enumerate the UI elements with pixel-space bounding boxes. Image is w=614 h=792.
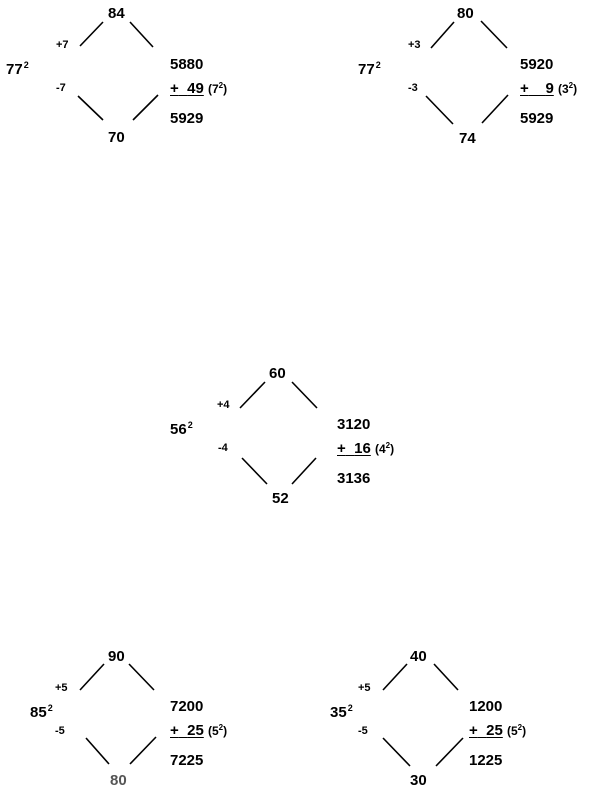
- bottom-number: 74: [459, 130, 476, 147]
- result-value: 3136: [337, 470, 371, 487]
- minus-offset: -5: [55, 725, 65, 737]
- addition-line: + 16 (42): [337, 441, 394, 456]
- square-base: 85: [30, 704, 47, 721]
- plus-sign: +: [520, 80, 529, 97]
- square-note: (52): [506, 723, 527, 738]
- minus-offset: -3: [408, 82, 418, 94]
- product-value: 3120: [337, 416, 371, 433]
- squaring-diagram-85: 90 +5 852 -5 80 7200 + 25 (52) 7225: [24, 642, 314, 792]
- diamond-lines: [79, 663, 157, 765]
- square-base: 77: [358, 61, 375, 78]
- minus-offset: -7: [56, 82, 66, 94]
- squaring-diagram-77-a: 84 +7 772 -7 70 5880 + 49 (72) 5929: [0, 0, 300, 150]
- minus-offset: -4: [218, 442, 228, 454]
- square-note: (42): [374, 441, 395, 456]
- square-exponent: 2: [47, 703, 53, 713]
- product-value: 7200: [170, 698, 204, 715]
- squaring-diagram-56: 60 +4 562 -4 52 3120 + 16 (42) 3136: [160, 360, 460, 510]
- minus-offset: -5: [358, 725, 368, 737]
- diamond-lines: [382, 663, 464, 767]
- diamond-lines: [239, 381, 318, 485]
- plus-offset: +3: [408, 39, 421, 51]
- product-value: 1200: [469, 698, 503, 715]
- square-note: (32): [557, 81, 578, 96]
- squaring-diagram-77-b: 80 +3 772 -3 74 5920 + 9 (32) 5929: [330, 0, 614, 150]
- plus-sign: +: [337, 440, 346, 457]
- bottom-number: 80: [110, 772, 127, 789]
- plus-offset: +5: [358, 682, 371, 694]
- top-number: 90: [108, 648, 125, 665]
- bottom-number: 70: [108, 129, 125, 146]
- top-number: 84: [108, 5, 125, 22]
- addition-line: + 25 (52): [170, 723, 227, 738]
- added-square: 25: [486, 722, 503, 739]
- result-value: 1225: [469, 752, 503, 769]
- square-exponent: 2: [187, 420, 193, 430]
- addition-line: + 9 (32): [520, 81, 577, 96]
- square-label: 852: [30, 703, 53, 721]
- added-square: 16: [354, 440, 371, 457]
- addition-line: + 49 (72): [170, 81, 227, 96]
- result-value: 5929: [170, 110, 204, 127]
- square-exponent: 2: [23, 60, 29, 70]
- square-label: 772: [6, 60, 29, 78]
- product-value: 5880: [170, 56, 204, 73]
- square-label: 772: [358, 60, 381, 78]
- addition-line: + 25 (52): [469, 723, 526, 738]
- result-value: 5929: [520, 110, 554, 127]
- plus-offset: +4: [217, 399, 230, 411]
- square-base: 35: [330, 704, 347, 721]
- square-label: 562: [170, 420, 193, 438]
- bottom-number: 30: [410, 772, 427, 789]
- square-exponent: 2: [347, 703, 353, 713]
- diamond-lines: [425, 20, 509, 125]
- diamond-lines: [77, 21, 159, 121]
- square-note: (72): [207, 81, 228, 96]
- square-exponent: 2: [375, 60, 381, 70]
- top-number: 80: [457, 5, 474, 22]
- square-note: (52): [207, 723, 228, 738]
- top-number: 40: [410, 648, 427, 665]
- bottom-number: 52: [272, 490, 289, 507]
- top-number: 60: [269, 365, 286, 382]
- product-value: 5920: [520, 56, 554, 73]
- square-base: 56: [170, 421, 187, 438]
- square-label: 352: [330, 703, 353, 721]
- result-value: 7225: [170, 752, 204, 769]
- added-square: 25: [187, 722, 204, 739]
- squaring-diagram-35: 40 +5 352 -5 30 1200 + 25 (52) 1225: [330, 642, 614, 792]
- square-base: 77: [6, 61, 23, 78]
- plus-sign: +: [170, 722, 179, 739]
- added-square: 9: [545, 80, 554, 97]
- plus-sign: +: [170, 80, 179, 97]
- plus-sign: +: [469, 722, 478, 739]
- added-square: 49: [187, 80, 204, 97]
- plus-offset: +5: [55, 682, 68, 694]
- plus-offset: +7: [56, 39, 69, 51]
